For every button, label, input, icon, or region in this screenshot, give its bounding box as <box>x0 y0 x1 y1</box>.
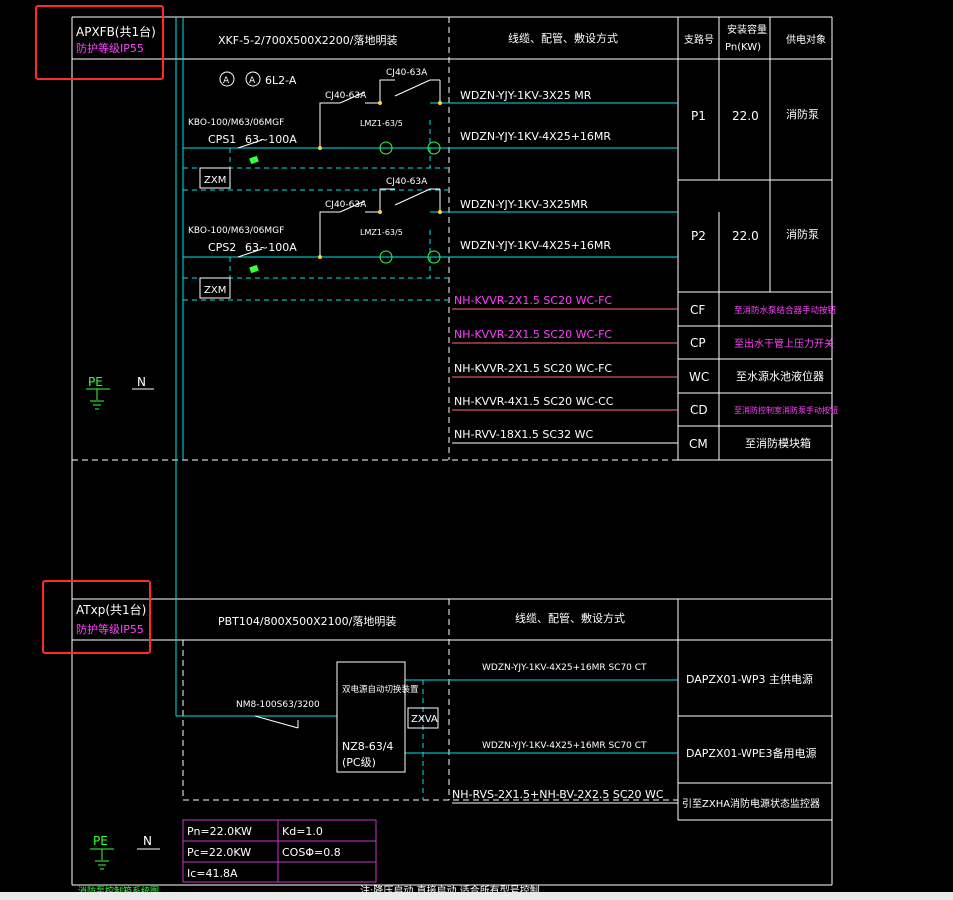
panel1-cabinet: XKF-5-2/700X500X2200/落地明装 <box>218 34 397 47</box>
neutral-lines <box>132 388 160 850</box>
summary-kd: Kd=1.0 <box>282 825 323 838</box>
ctrl-branch-cd: CD <box>690 403 708 417</box>
device-boxes <box>199 167 439 773</box>
g2-cps-name: CPS2 <box>208 241 236 254</box>
panel1-protection: 防护等级IP55 <box>76 41 144 55</box>
ctrl-load-cp: 至出水干管上压力开关 <box>734 337 834 350</box>
panel2-protection: 防护等级IP55 <box>76 622 144 636</box>
summary-pc: Pc=22.0KW <box>187 846 251 859</box>
g2-branch: P2 <box>691 229 706 243</box>
g2-cable1: WDZN-YJY-1KV-3X25MR <box>460 198 588 211</box>
ctrl-cable-cp: NH-KVVR-2X1.5 SC20 WC-FC <box>454 328 612 341</box>
g1-cps-name: CPS1 <box>208 133 236 146</box>
ctrl-load-cm: 至消防模块箱 <box>745 436 811 450</box>
switch-symbols <box>237 79 441 729</box>
col-capacity-2: Pn(KW) <box>725 42 761 53</box>
col-capacity-1: 安装容量 <box>727 23 767 36</box>
green-contacts <box>249 155 259 274</box>
ctrl-branch-cp: CP <box>690 336 706 350</box>
ctrl-branch-cf: CF <box>690 303 705 317</box>
control-line-wires <box>405 308 678 804</box>
g1-zxm: ZXM <box>204 175 226 186</box>
bottom-scroll-bar[interactable] <box>0 892 953 900</box>
ctrl-cable-cd: NH-KVVR-4X1.5 SC20 WC-CC <box>454 395 614 408</box>
zxva: ZXVA <box>411 714 438 725</box>
ctrl-branch-cm: CM <box>689 437 708 451</box>
g1-branch: P1 <box>691 109 706 123</box>
col-branch: 支路号 <box>684 33 714 46</box>
summary-table <box>182 819 377 883</box>
ctrl-cable-wc: NH-KVVR-2X1.5 SC20 WC-FC <box>454 362 612 375</box>
highlight-panel1-title <box>35 5 164 80</box>
panel2-breaker: NM8-100S63/3200 <box>236 700 320 710</box>
p2-cable-3: NH-RVS-2X1.5+NH-BV-2X2.5 SC20 WC <box>452 788 664 801</box>
meter-label: 6L2-A <box>265 74 297 87</box>
panel1-name: APXFB(共1台) <box>76 24 156 39</box>
g2-power: 22.0 <box>732 229 759 243</box>
p2-load-3: 引至ZXHA消防电源状态监控器 <box>682 797 820 810</box>
g2-ct: LMZ1-63/5 <box>360 228 403 237</box>
g1-contactor2: CJ40-63A <box>325 91 367 101</box>
panel2-pe: PE <box>93 834 108 848</box>
g1-cps-model: KBO-100/M63/06MGF <box>188 118 284 128</box>
g2-zxm: ZXM <box>204 285 226 296</box>
g1-cps-range: 63~100A <box>245 133 297 146</box>
ats-class: (PC级) <box>342 756 376 769</box>
panel1-wiring-header: 线缆、配管、敷设方式 <box>508 31 618 45</box>
ground-symbols <box>86 388 114 870</box>
table-frame <box>71 16 833 886</box>
g2-load: 消防泵 <box>786 227 819 241</box>
panel1-pe: PE <box>88 375 103 389</box>
p2-cable-2: WDZN-YJY-1KV-4X25+16MR SC70 CT <box>482 741 647 751</box>
col-load: 供电对象 <box>786 33 826 46</box>
ats-title: 双电源自动切换装置 <box>342 684 419 695</box>
g1-contactor1: CJ40-63A <box>386 68 428 78</box>
ats-model: NZ8-63/4 <box>342 740 393 753</box>
g2-cps-range: 63~100A <box>245 241 297 254</box>
g1-cable2: WDZN-YJY-1KV-4X25+16MR <box>460 130 611 143</box>
g1-load: 消防泵 <box>786 107 819 121</box>
g1-cable1: WDZN-YJY-1KV-3X25 MR <box>460 89 592 102</box>
panel1-n: N <box>137 375 146 389</box>
ammeter-a2: A <box>249 76 256 86</box>
ctrl-load-wc: 至水源水池液位器 <box>736 369 824 383</box>
g2-contactor1: CJ40-63A <box>386 177 428 187</box>
yellow-dots <box>318 101 442 259</box>
panel2-n: N <box>143 834 152 848</box>
summary-cos: COSΦ=0.8 <box>282 846 341 859</box>
ctrl-load-cf: 至消防水泵结合器手动按钮 <box>734 305 837 316</box>
summary-pn: Pn=22.0KW <box>187 825 252 838</box>
g2-cps-model: KBO-100/M63/06MGF <box>188 226 284 236</box>
panel2-wiring-header: 线缆、配管、敷设方式 <box>515 611 625 625</box>
ammeter-symbols <box>219 71 261 87</box>
highlight-panel2-title <box>42 580 151 654</box>
panel2-name: ATxp(共1台) <box>76 602 146 617</box>
p2-cable-1: WDZN-YJY-1KV-4X25+16MR SC70 CT <box>482 663 647 673</box>
summary-ic: Ic=41.8A <box>187 867 238 880</box>
dashed-frames <box>71 17 678 885</box>
ctrl-branch-wc: WC <box>689 370 709 384</box>
ctrl-load-cd: 至消防控制室消防泵手动按钮 <box>734 405 838 415</box>
ammeter-a1: A <box>223 76 230 86</box>
p2-load-1: DAPZX01-WP3 主供电源 <box>686 672 813 686</box>
ctrl-cable-cm: NH-RVV-18X1.5 SC32 WC <box>454 428 593 441</box>
p2-load-2: DAPZX01-WPE3备用电源 <box>686 746 817 760</box>
g2-cable2: WDZN-YJY-1KV-4X25+16MR <box>460 239 611 252</box>
g1-power: 22.0 <box>732 109 759 123</box>
ctrl-cable-cf: NH-KVVR-2X1.5 SC20 WC-FC <box>454 294 612 307</box>
panel2-cabinet: PBT104/800X500X2100/落地明装 <box>218 615 396 628</box>
g1-ct: LMZ1-63/5 <box>360 119 403 128</box>
g2-contactor2: CJ40-63A <box>325 200 367 210</box>
